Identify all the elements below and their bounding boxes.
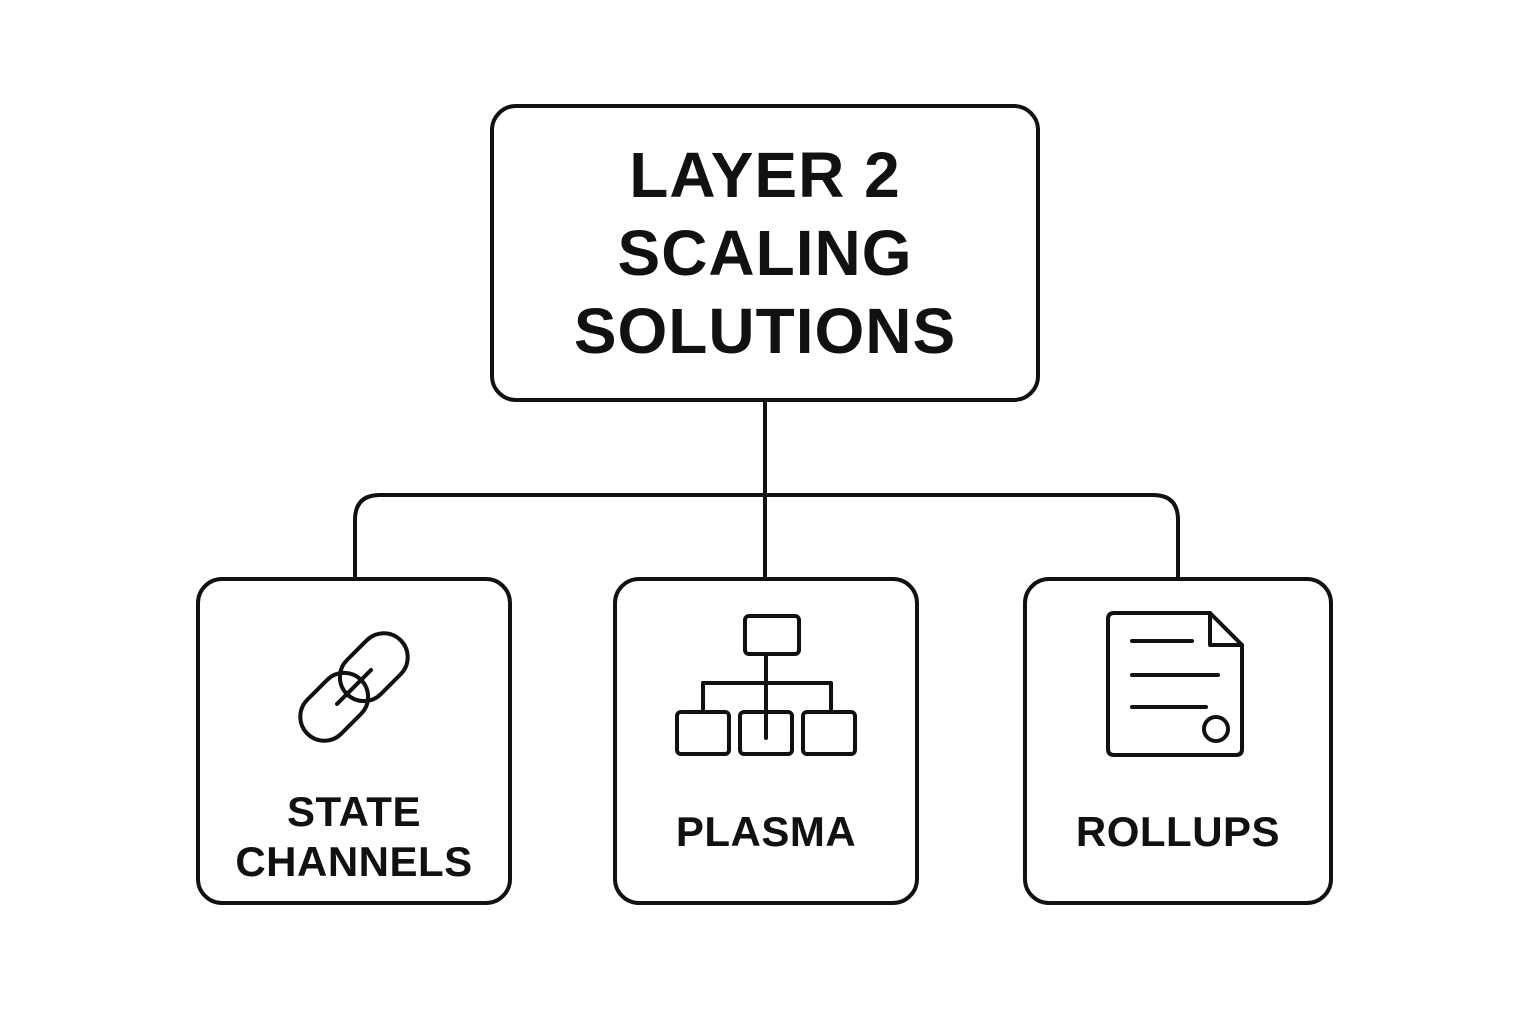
root-node: LAYER 2 SCALING SOLUTIONS	[490, 104, 1040, 402]
node-label: PLASMA	[675, 808, 857, 855]
root-title-line-2: SCALING	[617, 217, 913, 289]
node-rollups: ROLLUPS	[1023, 577, 1333, 905]
node-state-channels: STATE CHANNELS	[196, 577, 512, 905]
document-icon	[1027, 607, 1329, 767]
hierarchy-tree-icon	[617, 607, 915, 767]
node-label: ROLLUPS	[1075, 808, 1281, 855]
root-title-line-3: SOLUTIONS	[573, 295, 957, 367]
node-label: STATE CHANNELS	[200, 787, 508, 887]
node-label-line-1: STATE	[287, 788, 421, 835]
connector-branch	[353, 493, 1180, 579]
chain-link-icon	[200, 607, 508, 767]
root-title-line-1: LAYER 2	[629, 139, 901, 211]
node-plasma: PLASMA	[613, 577, 919, 905]
node-label-line-2: CHANNELS	[235, 838, 473, 885]
